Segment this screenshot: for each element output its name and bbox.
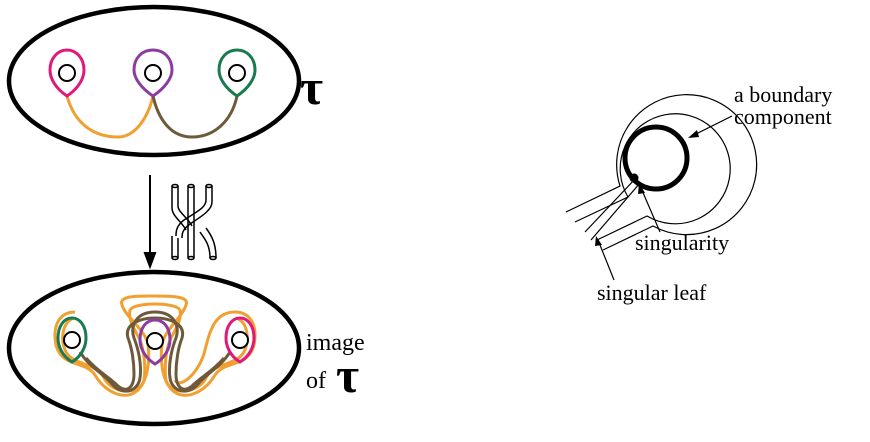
singularity-dot [629, 173, 639, 183]
top-surface-outline [6, 4, 302, 158]
braid-icon [171, 183, 217, 261]
top-purple-loop [132, 48, 174, 98]
top-brown-arc [151, 95, 239, 139]
pointer-arrows [595, 115, 733, 281]
bottom-magenta-loop [224, 316, 256, 364]
singular-leaf-curve-2 [590, 182, 641, 241]
singularity-label: singularity [635, 230, 729, 255]
boundary-label-line1: a boundary [734, 82, 832, 107]
mapping-arrow [143, 175, 157, 270]
boundary-label-line2: component [734, 104, 832, 129]
singular-leaf-pointer [597, 239, 615, 281]
outer-leaf-curve [565, 94, 758, 251]
bottom-surface [6, 269, 302, 427]
bottom-surface-outline [6, 269, 302, 427]
bottom-orange-curve-outer [53, 294, 257, 397]
bottom-brown-curve-1 [78, 310, 232, 393]
boundary-component-circle [622, 124, 690, 192]
of-label: of [306, 368, 326, 394]
singular-leaf-label: singular leaf [597, 280, 707, 305]
singularity-pointer [640, 187, 661, 233]
bottom-purple-loop [138, 318, 172, 366]
bottom-boundary-circle-1 [63, 331, 81, 349]
middle-leaf-curve [574, 113, 731, 241]
tau-label-top: τ [300, 59, 323, 115]
bottom-boundary-circle-2 [146, 332, 164, 350]
singular-leaf-curve [584, 177, 637, 233]
bottom-brown-curve-2 [84, 316, 226, 391]
top-orange-arc [65, 95, 155, 139]
top-surface [6, 4, 302, 158]
tau-label-bottom: τ [336, 347, 359, 403]
top-green-loop [217, 48, 257, 98]
top-boundary-circle-3 [228, 64, 246, 82]
bottom-boundary-circle-3 [231, 331, 249, 349]
top-boundary-circle-1 [58, 64, 76, 82]
singular-leaf-figure [565, 94, 758, 251]
bottom-green-loop [56, 316, 88, 364]
top-magenta-loop [48, 48, 86, 98]
top-boundary-circle-2 [144, 64, 162, 82]
boundary-pointer [691, 115, 733, 137]
image-label: image [306, 330, 365, 356]
